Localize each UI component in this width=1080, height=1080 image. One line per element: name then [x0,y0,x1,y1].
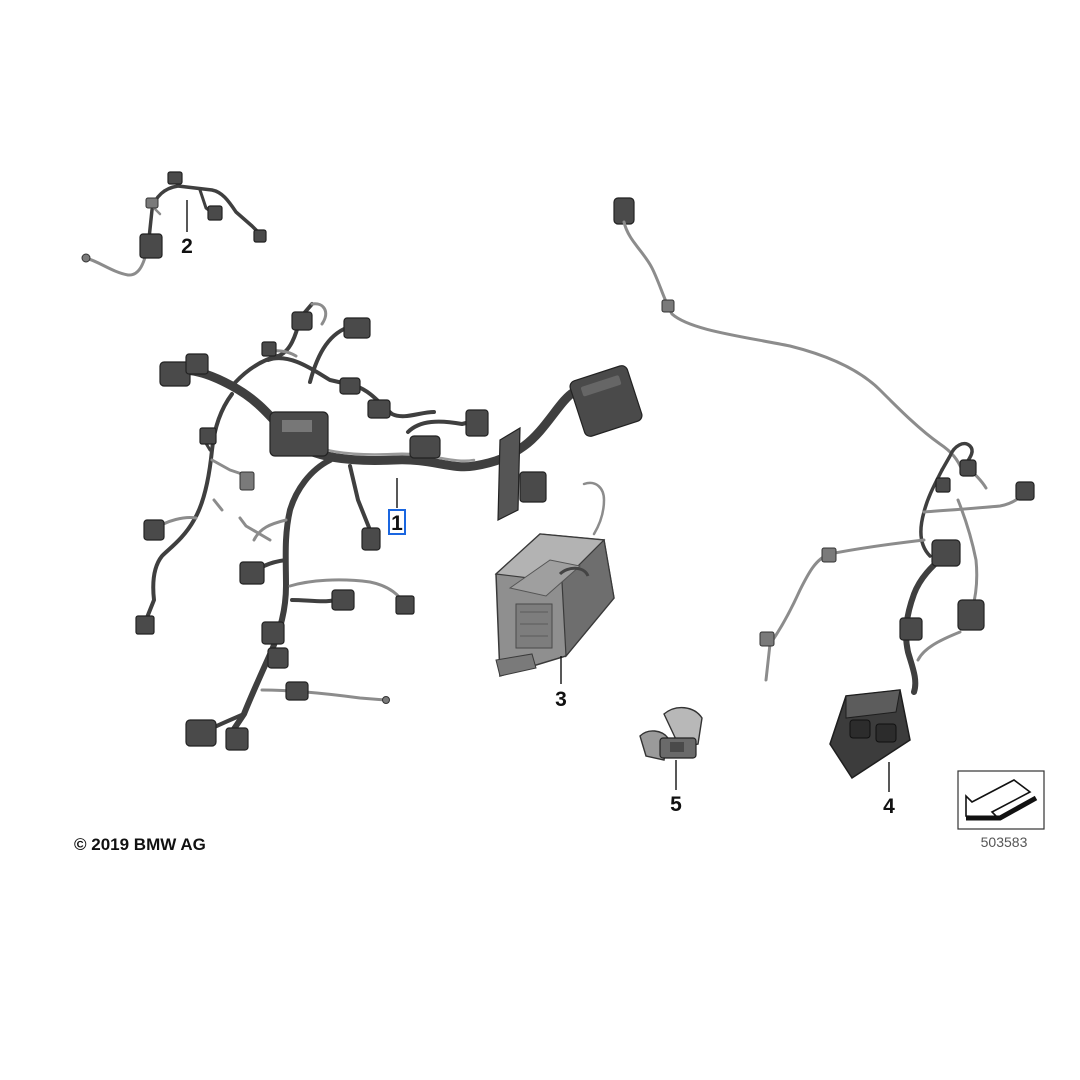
part-3-control-unit-bracket[interactable] [494,481,615,677]
front-arrow-icon [957,770,1045,830]
callout-2[interactable]: 2 [181,235,193,258]
callout-1[interactable]: 1 [391,512,403,535]
callout-4[interactable]: 4 [883,795,895,818]
part-4-secondary-harness[interactable] [613,197,1035,780]
callout-5[interactable]: 5 [670,793,682,816]
part-2-sensor-harness[interactable] [81,171,267,277]
callout-1-selection-box[interactable] [388,509,406,535]
callout-3[interactable]: 3 [555,688,567,711]
part-5-cable-clip[interactable] [639,707,703,761]
part-1-main-harness[interactable] [135,302,643,751]
copyright-notice: © 2019 BMW AG [74,835,206,854]
diagram-number: 503583 [981,834,1028,850]
